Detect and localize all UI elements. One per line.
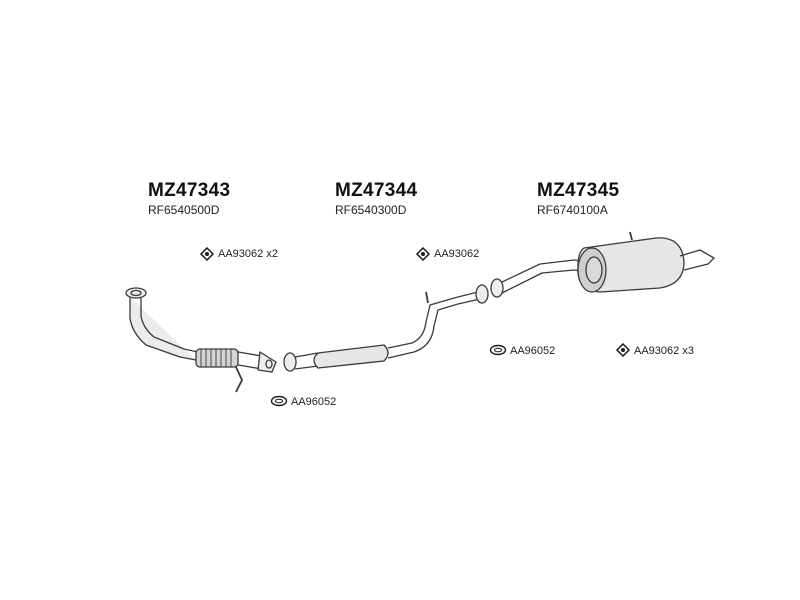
accessory-label: AA93062 [434,248,480,260]
center-pipe-drawing [283,284,489,372]
gasket-ring-icon [270,395,288,407]
gasket-ring-icon [489,344,507,356]
accessory-label: AA93062 x3 [634,345,694,357]
center-pipe-part-number: MZ47344 [335,180,418,201]
rubber-mount-icon [416,247,430,261]
front-pipe-drawing [125,287,277,393]
rear-silencer-part-number: MZ47345 [537,180,620,201]
accessory-label: AA93062 x2 [218,248,278,260]
rubber-mount-icon [200,247,214,261]
accessory-label: AA96052 [510,345,556,357]
front-pipe-ref-number: RF6540500D [148,203,220,217]
accessory-label: AA96052 [291,396,337,408]
rear-silencer-drawing [490,231,715,298]
rear-silencer-ref-number: RF6740100A [537,203,608,217]
center-pipe-ref-number: RF6540300D [335,203,407,217]
rubber-mount-icon [616,343,630,357]
front-pipe-part-number: MZ47343 [148,180,231,201]
